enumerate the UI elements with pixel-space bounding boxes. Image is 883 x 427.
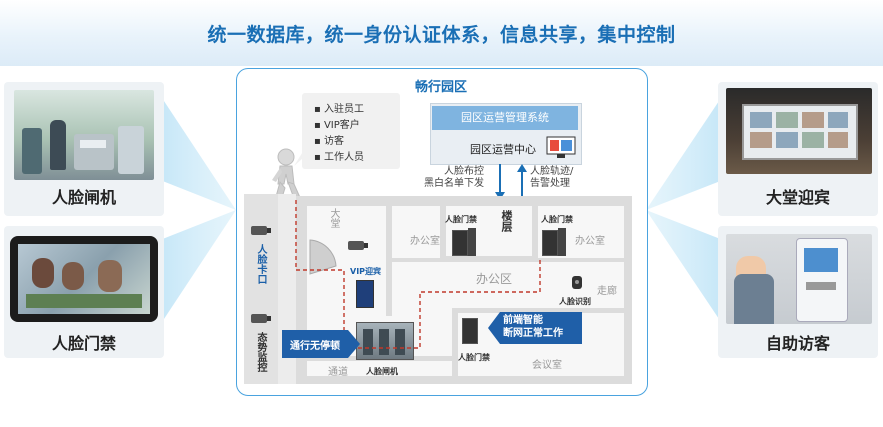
smart-front-callout: 前端智能 断网正常工作: [503, 315, 563, 339]
person-type-item: ▪ VIP客户: [314, 120, 360, 131]
wall: [440, 206, 446, 262]
panel-face-access: 人脸门禁: [4, 226, 164, 358]
face-access-device-icon: [542, 230, 558, 256]
label-lobby-welcome: 大堂迎宾: [765, 188, 830, 207]
room-stairs: 楼层: [500, 210, 513, 232]
pass-through-callout-shape: [282, 330, 360, 358]
room-passage: 通道: [328, 367, 348, 378]
face-access-device-icon: [452, 230, 468, 256]
panel-lobby-welcome: 大堂迎宾: [718, 82, 878, 216]
person-type-item: ▪ 访客: [314, 136, 344, 147]
panel-face-gate: 人脸闸机: [4, 82, 164, 216]
wall: [452, 308, 458, 376]
self-service-kiosk-photo-icon: [726, 234, 872, 324]
room-office-right: 办公室: [575, 236, 605, 247]
bubble-tail: [294, 150, 312, 166]
door-icon: [558, 228, 566, 256]
room-corridor: 走廊: [597, 286, 617, 297]
label-self-service-visitor: 自助访客: [765, 334, 830, 353]
monitor-icon: [546, 136, 576, 158]
person-type-item: ▪ 工作人员: [314, 152, 364, 163]
wall: [452, 308, 624, 313]
arrow-up-label: 人脸轨迹/ 告警处理: [530, 166, 574, 189]
face-access-device-icon: [462, 318, 478, 344]
smart-front-callout-shape: [488, 312, 582, 344]
wall: [538, 258, 624, 262]
face-gate-photo-icon: [14, 90, 154, 180]
entrance-column: [244, 194, 278, 384]
face-access-terminal-photo-icon: [10, 236, 158, 322]
face-gate-device-icon: [356, 322, 414, 360]
ray-left-bottom: [160, 210, 236, 325]
device-label-face-gate: 人脸闸机: [366, 367, 398, 376]
door-icon: [468, 228, 476, 256]
ray-left-top: [160, 95, 236, 210]
ray-right-top: [646, 95, 723, 210]
situation-monitor-label: 态势监控: [255, 332, 266, 372]
camera-icon: [348, 241, 368, 250]
room-office-area: 办公区: [476, 272, 513, 286]
face-recognition-camera-icon: [572, 276, 582, 289]
device-label-face-recognition: 人脸识别: [559, 297, 591, 306]
door-arc-icon: [309, 239, 337, 275]
wall: [532, 206, 538, 262]
arrow-down-label: 人脸布控 黑白名单下发: [424, 166, 484, 189]
wall: [386, 258, 446, 262]
device-label-face-access-2: 人脸门禁: [541, 215, 573, 224]
park-title: 畅行园区: [414, 80, 467, 95]
ops-center-label: 园区运营中心: [470, 143, 536, 156]
device-label-face-access-3: 人脸门禁: [458, 353, 490, 362]
vip-welcome-screen-icon: [356, 280, 374, 308]
person-type-item: ▪ 入驻员工: [314, 104, 364, 115]
device-label-vip-welcome: VIP迎宾: [350, 267, 382, 276]
camera-icon: [251, 226, 271, 235]
camera-icon: [251, 314, 271, 323]
device-label-face-access-1: 人脸门禁: [445, 215, 477, 224]
page-title: 统一数据库，统一身份认证体系，信息共享，集中控制: [207, 24, 676, 46]
person-type-bubble: [302, 93, 400, 169]
room-meeting: 会议室: [532, 360, 562, 371]
room-lobby: 大堂: [328, 208, 339, 228]
wall: [446, 256, 532, 262]
face-checkpoint-label: 人脸卡口: [255, 244, 266, 284]
label-face-gate: 人脸闸机: [51, 188, 116, 207]
panel-self-service-visitor: 自助访客: [718, 226, 878, 358]
ray-right-bottom: [646, 210, 723, 325]
lobby-welcome-screen-photo-icon: [726, 88, 872, 174]
header-banner: [0, 0, 883, 66]
label-face-access: 人脸门禁: [51, 334, 116, 353]
pass-through-callout: 通行无停顿: [290, 341, 340, 352]
ops-system-label: 园区运营管理系统: [432, 106, 578, 130]
room-office-left: 办公室: [410, 236, 440, 247]
